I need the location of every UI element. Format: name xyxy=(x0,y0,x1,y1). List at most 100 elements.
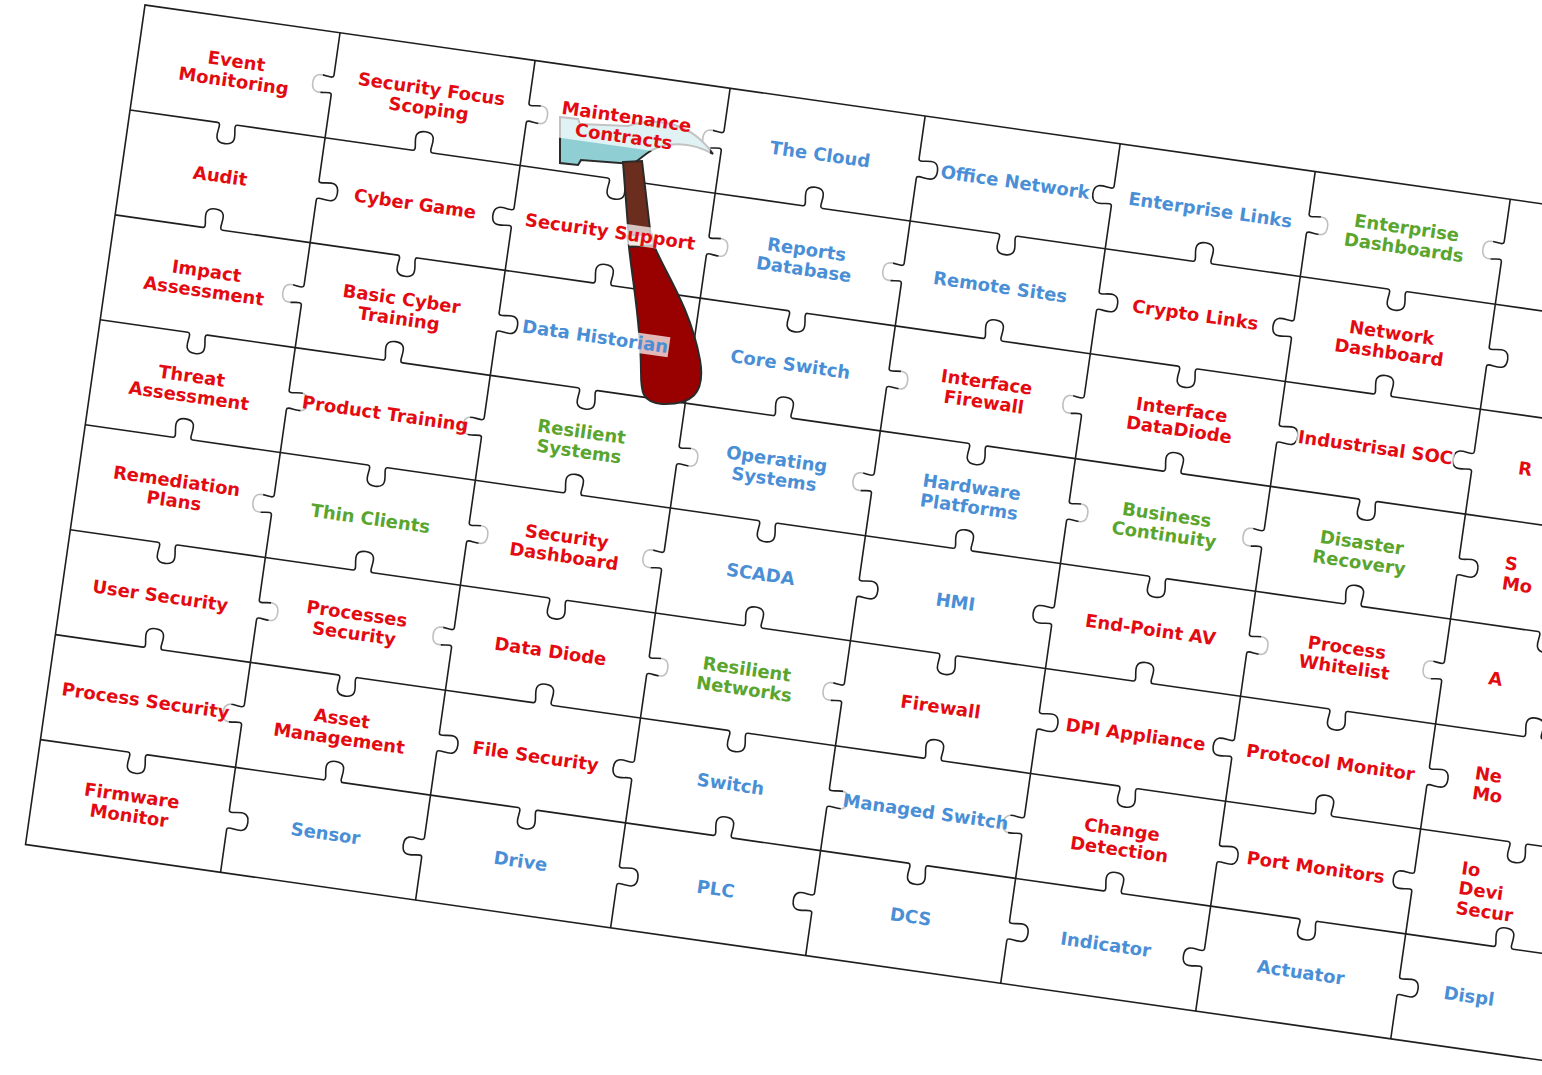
puzzle-piece: Asset Management xyxy=(235,662,445,795)
piece-label: R xyxy=(1516,458,1535,480)
puzzle-seam xyxy=(221,767,256,875)
piece-label: Reports Database xyxy=(716,227,894,291)
puzzle-piece: Reports Database xyxy=(700,193,910,326)
puzzle-seam xyxy=(1031,669,1066,777)
piece-label: Hardware Platforms xyxy=(881,465,1059,529)
piece-label: Data Diode xyxy=(492,634,608,670)
piece-label: Process Whitelist xyxy=(1257,625,1435,689)
puzzle-seam xyxy=(1206,693,1241,801)
puzzle-seam xyxy=(431,690,466,798)
piece-label: Enterprise Links xyxy=(1126,188,1294,231)
piece-label: Cyber Game xyxy=(352,185,479,223)
piece-label: Interface Firewall xyxy=(896,360,1074,424)
puzzle-seam xyxy=(1176,903,1211,1011)
puzzle-seam xyxy=(697,298,895,346)
piece-label: Interface DataDiode xyxy=(1091,388,1269,452)
puzzle-piece: Basic Cyber Training xyxy=(295,243,505,376)
puzzle-seam xyxy=(517,165,715,213)
puzzle-seam xyxy=(907,221,1105,269)
puzzle-piece: Processes Security xyxy=(250,557,460,690)
puzzle-seam xyxy=(1266,274,1301,382)
piece-label: HMI xyxy=(933,589,977,615)
puzzle-piece: Threat Assessment xyxy=(85,320,295,453)
puzzle-seam xyxy=(1451,514,1486,622)
piece-label: Drive xyxy=(491,848,549,876)
puzzle-piece: Remediation Plans xyxy=(70,425,280,558)
puzzle-piece: Sensor xyxy=(221,767,431,900)
puzzle-piece: Core Switch xyxy=(685,298,895,431)
puzzle-piece: Managed Switch xyxy=(821,746,1031,879)
puzzle-piece: Impact Assessment xyxy=(100,215,310,348)
puzzle-piece: DPI Appliance xyxy=(1031,669,1241,802)
puzzle-piece: Port Monitors xyxy=(1211,801,1421,934)
puzzle-seam xyxy=(396,792,431,900)
piece-label: Business Continuity xyxy=(1076,493,1254,557)
piece-label: The Cloud xyxy=(768,137,873,171)
puzzle-seam xyxy=(611,823,646,931)
piece-label: Resilient Systems xyxy=(491,409,669,473)
puzzle-piece: Interface Firewall xyxy=(880,326,1090,459)
puzzle-piece: Operating Systems xyxy=(670,403,880,536)
puzzle-piece: Thin Clients xyxy=(265,453,475,586)
piece-label: Maintenance Contracts xyxy=(536,95,714,159)
puzzle-seam xyxy=(68,530,266,578)
puzzle-seam xyxy=(1105,229,1303,277)
piece-label: Operating Systems xyxy=(686,437,864,501)
puzzle-piece: Actuator xyxy=(1196,906,1406,1039)
puzzle-piece: HMI xyxy=(850,536,1060,669)
piece-label: Basic Cyber Training xyxy=(311,277,489,341)
piece-label: End-Point AV xyxy=(1083,611,1218,650)
puzzle-seam xyxy=(485,163,520,271)
piece-label: Core Switch xyxy=(728,346,852,383)
piece-label: Remote Sites xyxy=(931,268,1069,307)
puzzle-piece: Process Security xyxy=(40,635,250,768)
puzzle-piece: Security Focus Scoping xyxy=(325,33,535,166)
puzzle-piece: Io Devi Secur xyxy=(1406,829,1542,962)
puzzle-piece: Ne Mo xyxy=(1421,724,1542,857)
puzzle-seam xyxy=(1058,564,1256,612)
puzzle-piece: Industrisal SOC xyxy=(1270,381,1480,514)
piece-label: Sensor xyxy=(288,819,362,849)
piece-label: File Security xyxy=(470,737,601,775)
puzzle-seam xyxy=(1448,619,1542,667)
puzzle-seam xyxy=(445,670,643,718)
puzzle-seam xyxy=(786,848,821,956)
piece-label: Data Historian xyxy=(520,316,670,357)
puzzle-piece: Resilient Networks xyxy=(640,613,850,746)
puzzle-seam xyxy=(1386,826,1421,934)
puzzle-piece: Enterprise Dashboards xyxy=(1300,172,1510,305)
puzzle-seam xyxy=(277,453,475,501)
puzzle-piece: PLC xyxy=(611,823,821,956)
puzzle-seam xyxy=(490,270,525,378)
puzzle-seam xyxy=(1421,724,1456,832)
piece-label: Processes Security xyxy=(266,592,444,656)
puzzle-piece: Displ xyxy=(1391,934,1542,1067)
piece-label: Security Dashboard xyxy=(476,514,654,578)
piece-label: Audit xyxy=(191,162,250,190)
piece-label: Displ xyxy=(1441,983,1496,1010)
puzzle-piece: R xyxy=(1465,409,1542,542)
puzzle-seam xyxy=(715,173,913,221)
puzzle-piece: Switch xyxy=(626,718,836,851)
puzzle-piece: Protocol Monitor xyxy=(1226,696,1436,829)
piece-label: Network Dashboard xyxy=(1301,311,1479,375)
puzzle-piece: Office Network xyxy=(910,116,1120,249)
puzzle-piece: Indicator xyxy=(1001,878,1211,1011)
puzzle-piece: User Security xyxy=(55,530,265,663)
puzzle-seam xyxy=(310,138,345,246)
puzzle-piece: Security Support xyxy=(505,165,715,298)
piece-label: Disaster Recovery xyxy=(1271,521,1449,585)
puzzle-seam xyxy=(428,795,626,843)
puzzle-seam xyxy=(1045,649,1243,697)
piece-label: A xyxy=(1486,668,1505,690)
puzzle-board: Event MonitoringSecurity Focus ScopingMa… xyxy=(26,5,1542,1067)
piece-label: PLC xyxy=(694,876,736,902)
puzzle-seam xyxy=(55,615,253,663)
piece-label: Crypto Links xyxy=(1130,296,1261,334)
piece-label: S Mo xyxy=(1500,553,1538,597)
puzzle-piece: Crypto Links xyxy=(1090,249,1300,382)
puzzle-piece: The Cloud xyxy=(715,88,925,221)
piece-label: SCADA xyxy=(724,559,797,589)
puzzle-piece: Data Diode xyxy=(445,585,655,718)
piece-label: Process Security xyxy=(59,679,231,723)
